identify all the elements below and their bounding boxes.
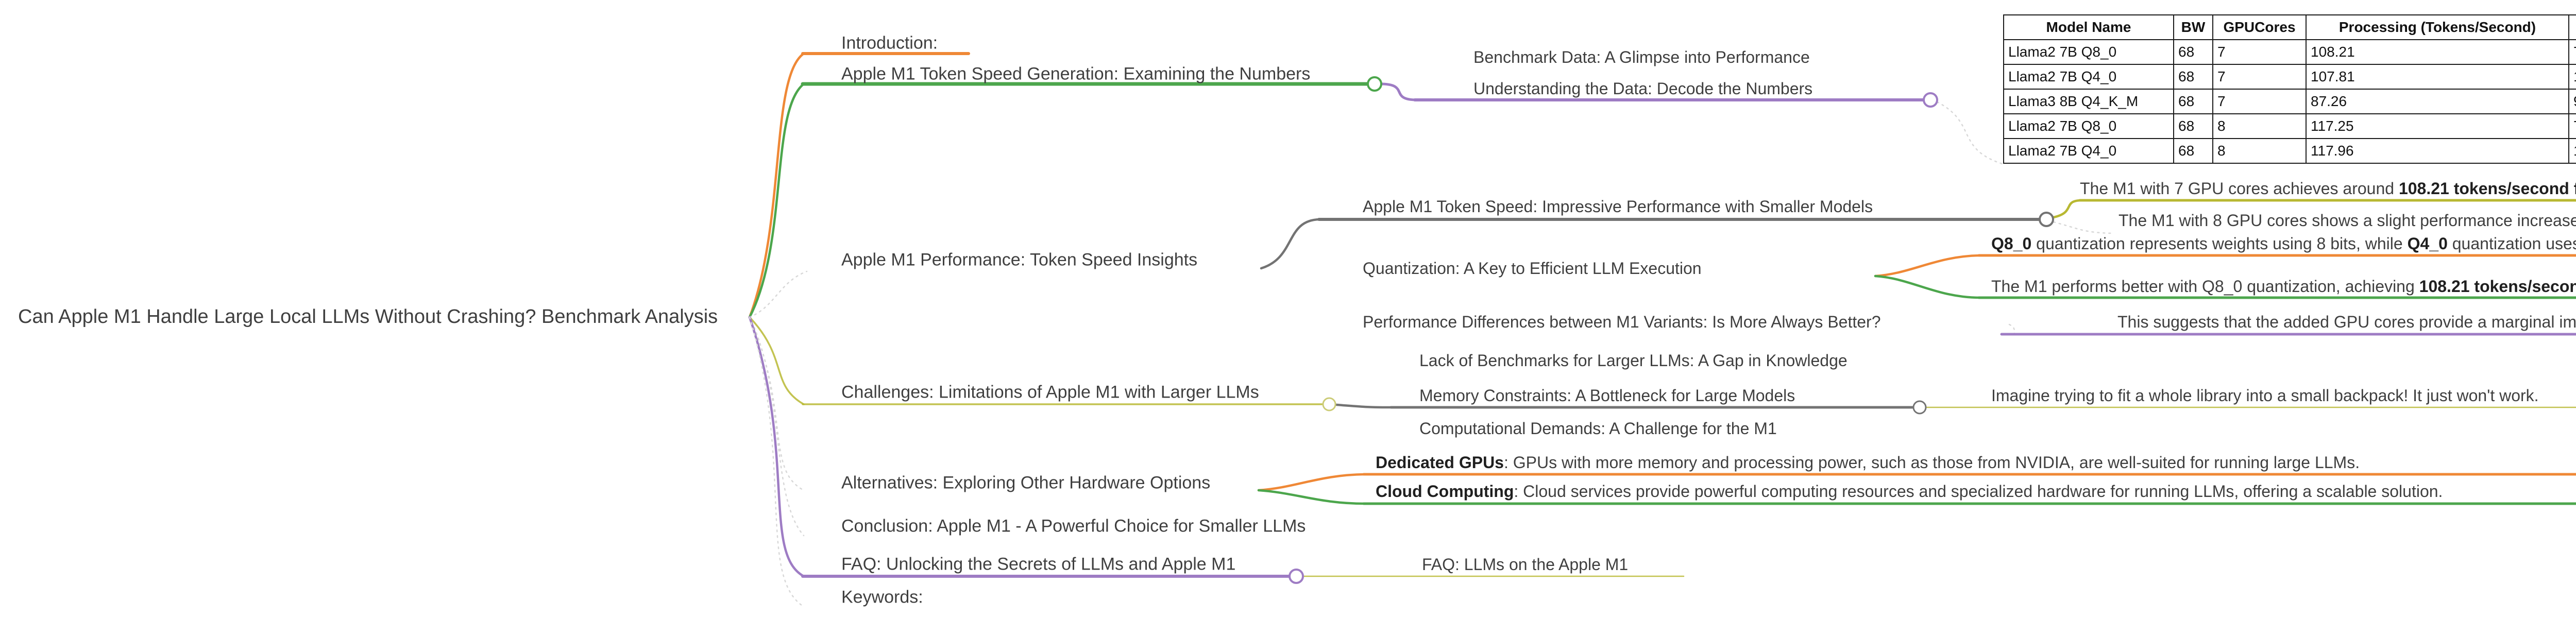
table-cell: 117.25 — [2306, 113, 2569, 139]
node-lack-benchmarks: Lack of Benchmarks for Larger LLMs: A Ga… — [1419, 351, 1848, 370]
table-cell: Llama2 7B Q8_0 — [2003, 113, 2174, 139]
node-dedicated-gpus: Dedicated GPUs: GPUs with more memory an… — [1376, 453, 2360, 472]
table-cell: Llama2 7B Q4_0 — [2003, 64, 2174, 90]
collapse-circle-understanding-data[interactable] — [1923, 92, 1938, 108]
link-token-speed-gpu7 — [2052, 199, 2083, 219]
node-alternatives: Alternatives: Exploring Other Hardware O… — [841, 473, 1211, 493]
node-introduction: Introduction: — [841, 33, 938, 53]
table-cell: 7 — [2212, 64, 2307, 90]
node-memory-analogy: Imagine trying to fit a whole library in… — [1991, 386, 2539, 405]
table-cell: Llama2 7B Q8_0 — [2003, 39, 2174, 65]
table-cell: 8 — [2212, 138, 2307, 164]
link-quantization-compare — [1874, 274, 1982, 299]
node-root: Can Apple M1 Handle Large Local LLMs Wit… — [18, 306, 718, 328]
table-cell: 68 — [2173, 113, 2213, 139]
node-conclusion: Conclusion: Apple M1 - A Powerful Choice… — [841, 516, 1306, 536]
node-token-speed-generation: Apple M1 Token Speed Generation: Examini… — [841, 64, 1311, 84]
node-m1-performance: Apple M1 Performance: Token Speed Insigh… — [841, 250, 1198, 270]
table-cell: 108.21 — [2306, 39, 2569, 65]
table-cell: 68 — [2173, 64, 2213, 90]
link-token-speed-gen-understanding — [1380, 82, 1418, 101]
node-keywords: Keywords: — [841, 587, 923, 607]
link-token-speed-gpu8 — [2053, 221, 2113, 234]
link-root-token-speed-gen — [748, 82, 805, 319]
link-root-challenges — [749, 316, 805, 405]
collapse-circle-faq[interactable] — [1289, 569, 1304, 584]
node-gpu7-result: The M1 with 7 GPU cores achieves around … — [2080, 179, 2576, 198]
column-header: GPUCores — [2212, 14, 2307, 40]
node-quant-bits: Q8_0 quantization represents weights usi… — [1991, 234, 2576, 253]
link-alternatives-dedicated — [1257, 473, 1367, 492]
collapse-circle-m1-token-speed[interactable] — [2039, 212, 2054, 227]
table-cell: 14.19 — [2568, 64, 2576, 90]
link-root-conclusion — [749, 316, 805, 537]
link-root-introduction — [748, 52, 805, 319]
node-benchmark-data: Benchmark Data: A Glimpse into Performan… — [1473, 47, 1810, 66]
column-header: Generation (Tokens/Second) — [2568, 14, 2576, 40]
link-understanding-table — [1936, 101, 2003, 165]
column-header: BW — [2173, 14, 2213, 40]
column-header: Model Name — [2003, 14, 2174, 40]
table-cell: 68 — [2173, 89, 2213, 114]
table-cell: Llama3 8B Q4_K_M — [2003, 89, 2174, 114]
table-cell: 7.92 — [2568, 39, 2576, 65]
node-gpu8-result: The M1 with 8 GPU cores shows a slight p… — [2119, 211, 2576, 230]
table-cell: 7 — [2212, 89, 2307, 114]
table-cell: 8 — [2212, 113, 2307, 139]
link-challenges-memory — [1335, 403, 1394, 409]
node-performance-conclusion: This suggests that the added GPU cores p… — [2117, 312, 2576, 331]
table-cell: 14.15 — [2568, 138, 2576, 164]
link-root-m1-performance — [749, 270, 808, 318]
collapse-circle-challenges[interactable] — [1322, 397, 1336, 411]
table-cell: 7 — [2212, 39, 2307, 65]
node-understanding-data: Understanding the Data: Decode the Numbe… — [1473, 79, 1813, 98]
link-perf-differences-conclusion — [2008, 323, 2021, 335]
column-header: Processing (Tokens/Second) — [2306, 14, 2569, 40]
node-faq-item: FAQ: LLMs on the Apple M1 — [1422, 555, 1629, 574]
table-cell: 9.72 — [2568, 89, 2576, 114]
table-cell: 87.26 — [2306, 89, 2569, 114]
link-quantization-bits — [1874, 254, 1982, 278]
table-cell: 7.91 — [2568, 113, 2576, 139]
table-cell: 68 — [2173, 39, 2213, 65]
link-alternatives-cloud — [1257, 489, 1367, 505]
node-m1-token-speed: Apple M1 Token Speed: Impressive Perform… — [1363, 197, 1873, 216]
node-quant-compare: The M1 performs better with Q8_0 quantiz… — [1991, 277, 2576, 296]
table-cell: 117.96 — [2306, 138, 2569, 164]
node-challenges: Challenges: Limitations of Apple M1 with… — [841, 382, 1259, 402]
node-quantization: Quantization: A Key to Efficient LLM Exe… — [1363, 259, 1702, 278]
node-faq: FAQ: Unlocking the Secrets of LLMs and A… — [841, 554, 1236, 574]
node-performance-differences: Performance Differences between M1 Varia… — [1363, 312, 1881, 331]
collapse-circle-memory-constraints[interactable] — [1912, 400, 1927, 415]
table-cell: Llama2 7B Q4_0 — [2003, 138, 2174, 164]
table-cell: 107.81 — [2306, 64, 2569, 90]
link-m1-performance-token-speed — [1260, 218, 1321, 270]
table-cell: 68 — [2173, 138, 2213, 164]
link-root-faq — [748, 316, 805, 578]
node-cloud-computing: Cloud Computing: Cloud services provide … — [1376, 482, 2443, 501]
collapse-circle-token-speed-gen[interactable] — [1367, 76, 1382, 92]
node-memory-constraints: Memory Constraints: A Bottleneck for Lar… — [1419, 386, 1795, 405]
node-computational-demands: Computational Demands: A Challenge for t… — [1419, 419, 1777, 438]
